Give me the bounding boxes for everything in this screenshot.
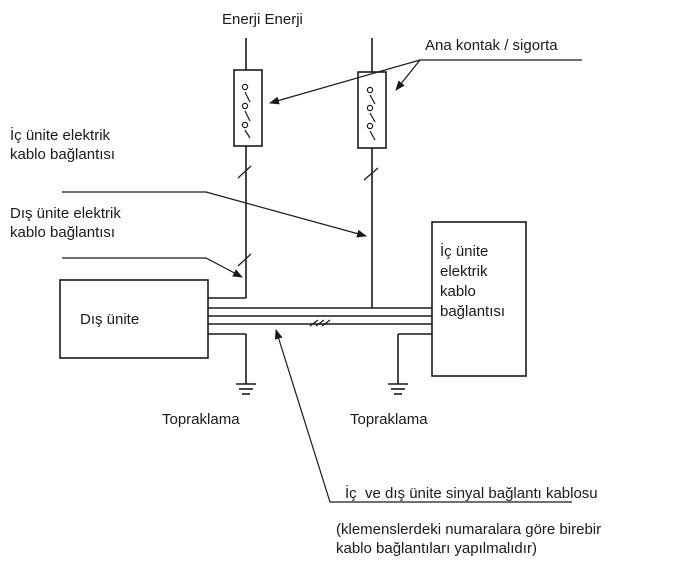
main-contact-label: Ana kontak / sigorta <box>425 37 558 54</box>
fuse-icon <box>233 69 263 147</box>
outdoor-unit-box <box>59 279 209 359</box>
note-label: (klemenslerdeki numaralara göre birebir … <box>336 521 602 557</box>
indoor-cable-label-left: İç ünite elektrik kablo bağlantısı <box>10 127 116 163</box>
ground-icon <box>388 333 432 395</box>
indoor-unit-label: İç ünite elektrik kablo bağlantısı <box>440 243 506 320</box>
signal-cable <box>208 307 432 327</box>
power-label: Enerji Enerji <box>222 11 303 28</box>
fuse-icon <box>357 71 387 149</box>
outdoor-unit-label: Dış ünite <box>80 311 140 328</box>
arrow-icon <box>62 59 582 503</box>
right-power-line <box>363 38 379 308</box>
outdoor-cable-label: Dış ünite elektrik kablo bağlantısı <box>10 205 121 241</box>
signal-cable-label: İç ve dış ünite sinyal bağlantı kablosu <box>345 485 598 502</box>
indoor-unit-box <box>431 221 527 377</box>
ground-label-right: Topraklama <box>350 411 428 428</box>
ground-label-left: Topraklama <box>162 411 240 428</box>
ground-icon <box>208 333 256 395</box>
left-power-line <box>208 38 252 299</box>
